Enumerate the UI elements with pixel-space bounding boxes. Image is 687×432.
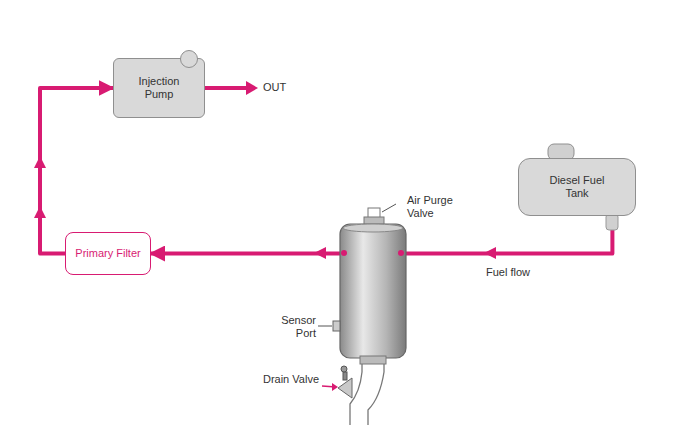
leader-arrowhead xyxy=(332,383,338,391)
separator-bowl xyxy=(340,224,406,358)
flow-arrowhead xyxy=(34,156,46,168)
outlet-port xyxy=(398,250,404,256)
leader-line xyxy=(382,204,396,212)
tank-outlet xyxy=(606,214,618,230)
drain-valve xyxy=(338,366,352,398)
node-label: Injection Pump xyxy=(124,75,194,101)
part-label: Sensor Port xyxy=(262,314,316,340)
drain-pipe xyxy=(350,358,384,425)
pump-box: Injection Pump xyxy=(113,58,205,118)
part-label: Air Purge Valve xyxy=(407,194,477,220)
flow-arrowhead xyxy=(484,247,496,259)
flow-arrowhead xyxy=(314,247,326,259)
flow-arrowhead xyxy=(34,206,46,218)
flow-label: Fuel flow xyxy=(486,266,556,279)
filter-box: Primary Filter xyxy=(65,232,150,275)
tank-box: Diesel Fuel Tank xyxy=(518,158,636,216)
bowl-top xyxy=(343,224,403,232)
inlet-port xyxy=(341,250,347,256)
sensor-port xyxy=(333,321,340,331)
outlet-label: OUT xyxy=(263,81,303,94)
out-arrowhead xyxy=(246,81,258,95)
part-label: Drain Valve xyxy=(255,373,319,386)
fuel-line xyxy=(40,88,113,254)
pump-governor xyxy=(180,50,198,68)
drain-fitting xyxy=(360,356,386,364)
node-label: Diesel Fuel Tank xyxy=(542,174,612,200)
leader-line xyxy=(318,326,332,327)
node-label: Primary Filter xyxy=(75,247,140,260)
out-line xyxy=(205,86,250,90)
water-separator xyxy=(333,208,406,425)
